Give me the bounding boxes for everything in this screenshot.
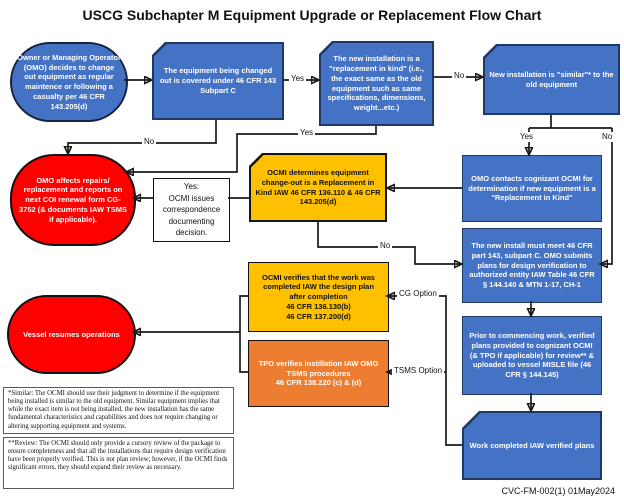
node-rik-label: The new installation is a "replacement i…	[327, 54, 426, 112]
node-start-label: Owner or Managing Operator (OMO) decides…	[17, 52, 121, 111]
node-work-completed: Work completed IAW verified plans	[462, 411, 602, 480]
edge-label-yes-similar: Yes	[518, 132, 536, 142]
node-start: Owner or Managing Operator (OMO) decides…	[10, 42, 128, 122]
node-omo-repairs: OMO affects repairs/ replacement and rep…	[10, 154, 136, 246]
node-vessel-resumes: Vessel resumes operations	[7, 295, 136, 374]
edge-label-no-similar: No	[600, 132, 615, 142]
footnote-similar: *Similar: The OCMI should use their judg…	[3, 387, 234, 434]
node-covered: The equipment being changed out is cover…	[152, 42, 284, 120]
edge-label-no-determines: No	[378, 241, 393, 251]
node-determines-label: OCMI determines equipment change-out is …	[255, 168, 381, 207]
node-work-completed-fill	[463, 412, 601, 479]
node-ocmi-verifies-label: OCMI verifies that the work was complete…	[262, 272, 375, 321]
node-similar: New installation is "similar"* to the ol…	[483, 44, 620, 115]
node-new-install-requirements: The new install must meet 46 CFR part 14…	[462, 228, 602, 303]
edge-label-cg-option: CG Option	[397, 289, 439, 299]
node-ocmi-note-label: Yes: OCMI issues correspondence document…	[162, 182, 221, 238]
edge-label-tsms-option: TSMS Option	[392, 366, 445, 376]
node-covered-fill	[153, 43, 283, 119]
node-similar-label: New installation is "similar"* to the ol…	[489, 69, 614, 89]
node-new-install-label: The new install must meet 46 CFR part 14…	[469, 241, 595, 290]
node-covered-label: The equipment being changed out is cover…	[159, 66, 277, 95]
node-tpo-verifies-label: TPO verifies instillation IAW OMO TSMS p…	[258, 358, 379, 388]
edge-verify-bracket	[239, 295, 248, 373]
node-rik-fill	[320, 42, 433, 125]
edge-label-yes-rik: Yes	[298, 128, 316, 138]
edge-label-no-covered: No	[142, 137, 157, 147]
edge-label-yes-covered: Yes	[289, 74, 307, 84]
node-ocmi-correspondence-note: Yes: OCMI issues correspondence document…	[153, 178, 230, 242]
node-prior-to-work: Prior to commencing work, verified plans…	[462, 316, 602, 395]
node-omo-contacts-ocmi: OMO contacts cognizant OCMI for determin…	[462, 155, 602, 222]
node-omo-contacts-label: OMO contacts cognizant OCMI for determin…	[468, 173, 596, 203]
node-tpo-verifies: TPO verifies instillation IAW OMO TSMS p…	[248, 340, 389, 407]
footnote-review: **Review: The OCMI should only provide a…	[3, 437, 234, 489]
node-omo-repairs-label: OMO affects repairs/ replacement and rep…	[19, 175, 127, 224]
node-prior-work-label: Prior to commencing work, verified plans…	[469, 331, 595, 380]
node-replacement-in-kind: The new installation is a "replacement i…	[319, 41, 434, 126]
node-ocmi-determines: OCMI determines equipment change-out is …	[249, 153, 387, 222]
edge-label-no-rik: No	[452, 71, 467, 81]
document-number: CVC-FM-002(1) 01May2024	[501, 486, 615, 496]
node-ocmi-verifies: OCMI verifies that the work was complete…	[248, 262, 389, 332]
node-vessel-resumes-label: Vessel resumes operations	[23, 329, 120, 339]
flowchart-title: USCG Subchapter M Equipment Upgrade or R…	[82, 7, 542, 23]
node-similar-fill	[484, 45, 619, 114]
node-work-completed-label: Work completed IAW verified plans	[469, 440, 595, 450]
